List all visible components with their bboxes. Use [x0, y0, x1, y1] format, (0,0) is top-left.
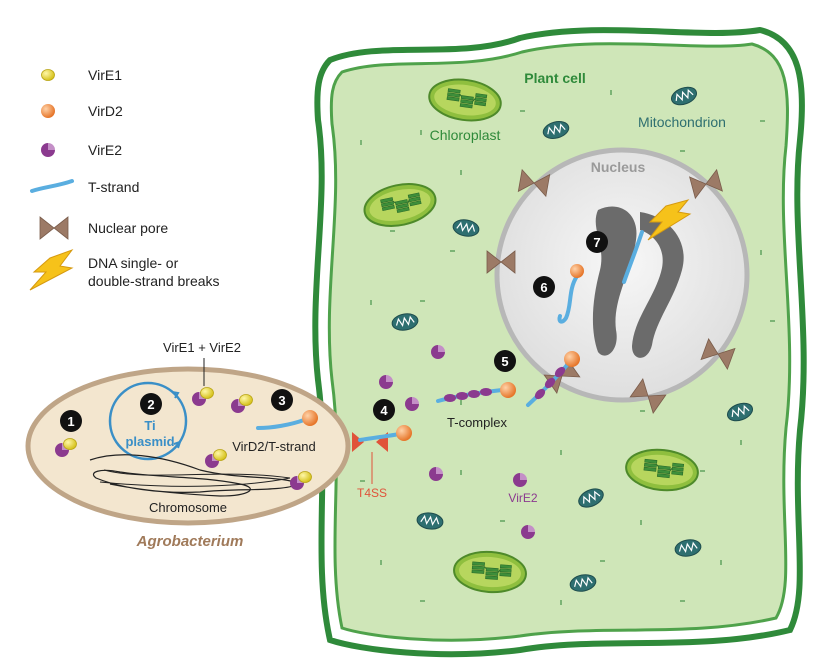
plasmid-arrow-1	[171, 391, 180, 399]
t-strand-icon	[30, 179, 74, 193]
step-4: 4	[373, 399, 395, 421]
virE2-5	[513, 473, 527, 487]
chromosome	[89, 454, 302, 497]
svg-text:2: 2	[147, 397, 154, 412]
t4ss	[352, 425, 412, 484]
step-6: 6	[533, 276, 555, 298]
agrobacterium: Ti plasmid Chromosome VirE1 + VirE2 VirD…	[25, 340, 412, 550]
legend-virE1-label: VirE1	[88, 67, 122, 83]
nucleus-label: Nucleus	[591, 159, 646, 175]
cytoplasm-speckles	[360, 90, 775, 605]
integrated-t-strand	[622, 230, 644, 284]
t-strand-in-nucleus	[557, 274, 579, 324]
virE2-4	[429, 467, 443, 481]
plant-cell: Plant cell Chloroplast Mitochondrion Nuc…	[312, 26, 807, 658]
chromatin-2	[632, 212, 684, 358]
legend-virE2-label: VirE2	[88, 142, 122, 158]
t-complex	[436, 382, 516, 403]
svg-text:5: 5	[501, 354, 508, 369]
legend-nuclear-pore-label: Nuclear pore	[88, 220, 168, 236]
step-1: 1	[60, 410, 82, 432]
virE2-2	[431, 345, 445, 359]
bacterium-body	[25, 366, 351, 526]
step-3: 3	[271, 389, 293, 411]
agrobacterium-title: Agrobacterium	[136, 533, 244, 550]
virD2-t-strand-strand	[256, 418, 306, 430]
virE2-icon	[41, 143, 55, 157]
t-complex-entering	[526, 351, 580, 407]
legend-t-strand-label: T-strand	[88, 179, 139, 195]
virD2-t-strand-protein	[302, 410, 318, 426]
plasmid-arrow-2	[173, 440, 182, 449]
virD2-in-nucleus	[570, 264, 584, 278]
step-5: 5	[494, 350, 516, 372]
legend-virD2-label: VirD2	[88, 103, 123, 119]
virE2-3	[405, 397, 419, 411]
virE2-1	[379, 375, 393, 389]
lightning-break-icon	[647, 199, 692, 241]
virE2-6	[521, 525, 535, 539]
step-2: 2	[140, 393, 162, 415]
t-complex-label: T-complex	[447, 415, 507, 430]
virE1-icon	[41, 69, 55, 81]
plasmid-label-1: Ti	[144, 418, 155, 433]
svg-text:4: 4	[380, 403, 388, 418]
virE1-virE2-label: VirE1 + VirE2	[163, 340, 241, 355]
plasmid-label-2: plasmid	[125, 434, 174, 449]
step-markers: 1 2 3 4 5 6 7	[60, 231, 608, 432]
svg-text:6: 6	[540, 280, 547, 295]
legend-breaks-label-1: DNA single- or	[88, 255, 179, 271]
nuclear-pore-icon	[39, 216, 69, 240]
step-7: 7	[586, 231, 608, 253]
svg-text:1: 1	[67, 414, 74, 429]
t4ss-label: T4SS	[357, 486, 387, 500]
ti-plasmid-ring	[108, 381, 188, 461]
chromosome-label: Chromosome	[149, 500, 227, 515]
virD2-t-strand-label: VirD2/T-strand	[232, 439, 316, 454]
lightning-icon	[29, 248, 74, 291]
plant-cell-title: Plant cell	[524, 70, 585, 86]
mitochondrion-label: Mitochondrion	[638, 114, 726, 130]
virE2-cytoplasm-label: VirE2	[508, 491, 537, 505]
legend-breaks-label-2: double-strand breaks	[88, 273, 220, 289]
svg-text:3: 3	[278, 393, 285, 408]
legend: VirE1 VirD2 VirE2 T-strand Nuclear pore …	[29, 67, 220, 291]
svg-text:7: 7	[593, 235, 600, 250]
virD2-icon	[41, 104, 55, 118]
chloroplast-label: Chloroplast	[430, 127, 501, 143]
